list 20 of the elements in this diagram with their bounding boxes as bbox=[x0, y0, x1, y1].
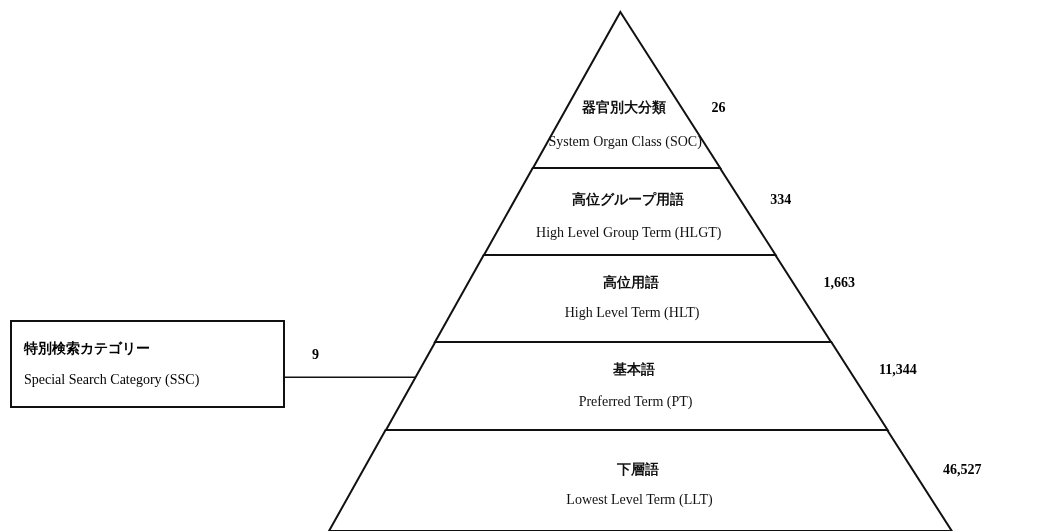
box-subtitle: Special Search Category (SSC) bbox=[24, 372, 200, 388]
count-label: 46,527 bbox=[943, 462, 982, 478]
count-label: 1,663 bbox=[823, 275, 855, 291]
count-label: 26 bbox=[711, 100, 726, 116]
box-title: 特別検索カテゴリー bbox=[24, 340, 150, 358]
tier-subtitle: Preferred Term (PT) bbox=[578, 394, 693, 410]
category-box bbox=[10, 320, 285, 408]
tier-subtitle: System Organ Class (SOC) bbox=[548, 134, 702, 150]
tier-title: 高位用語 bbox=[602, 274, 659, 292]
tier-title: 高位グループ用語 bbox=[571, 191, 684, 209]
tier-subtitle: High Level Term (HLT) bbox=[564, 305, 700, 321]
tier-subtitle: Lowest Level Term (LLT) bbox=[566, 492, 713, 508]
count-label: 9 bbox=[312, 347, 319, 363]
tier-title: 基本語 bbox=[613, 361, 656, 379]
tier-title: 器官別大分類 bbox=[581, 99, 666, 117]
count-label: 11,344 bbox=[879, 362, 917, 378]
count-label: 334 bbox=[770, 192, 792, 208]
tier-subtitle: High Level Group Term (HLGT) bbox=[536, 225, 722, 241]
tier-title: 下層語 bbox=[617, 461, 660, 479]
connector-line bbox=[284, 376, 417, 378]
